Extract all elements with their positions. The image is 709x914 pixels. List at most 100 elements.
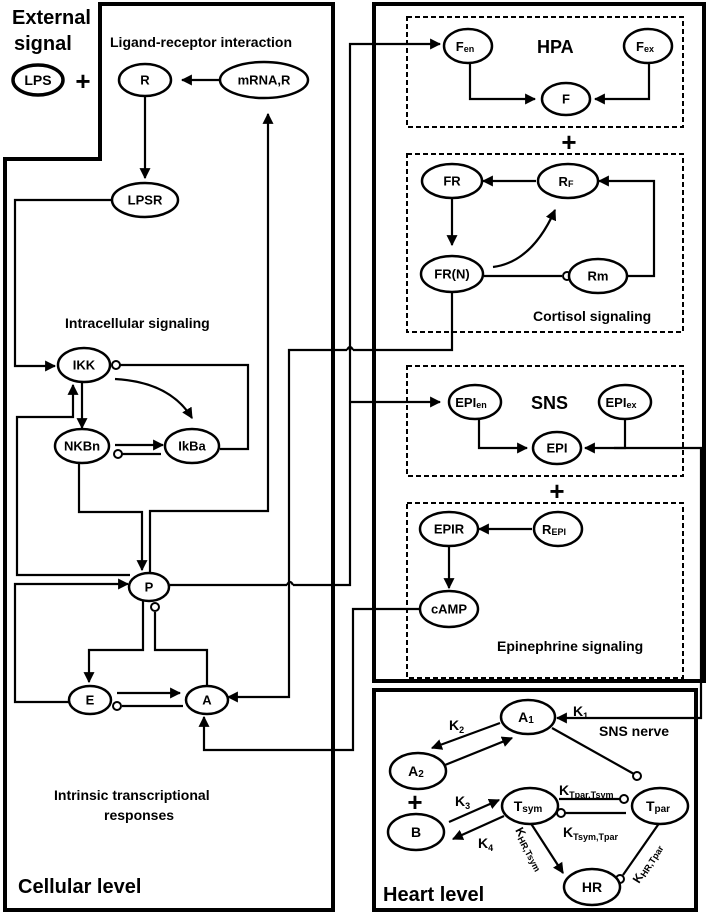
edge-rm-to-rf bbox=[597, 175, 656, 278]
node-epi bbox=[531, 430, 583, 466]
sns-title: SNS bbox=[531, 393, 568, 413]
edge-p-to-mrna bbox=[148, 112, 274, 573]
node-lpsr bbox=[110, 181, 180, 219]
node-e-label: E bbox=[86, 693, 95, 708]
rate-k-tpar-tsym: KTpar,Tsym bbox=[559, 782, 613, 800]
rate-k-hr-tsym: KHR,Tsym bbox=[511, 825, 546, 874]
node-mrna-r bbox=[218, 60, 310, 100]
rate-k2: K2 bbox=[449, 717, 464, 735]
cellular-level-label: Cellular level bbox=[18, 876, 141, 898]
edge-ikba-inhibits-ikk bbox=[119, 363, 250, 451]
node-e bbox=[67, 684, 113, 716]
edge-a2-to-a1 bbox=[444, 736, 514, 767]
node-frn-label: FR(N) bbox=[434, 267, 469, 282]
edge-frn-to-rf bbox=[492, 208, 557, 269]
edge-tsym-to-hr bbox=[529, 821, 564, 874]
edge-camp-to-a bbox=[198, 607, 420, 752]
node-lpsr-label: LPSR bbox=[128, 193, 163, 208]
edge-p-to-fen bbox=[293, 38, 442, 587]
hpa-title: HPA bbox=[537, 37, 574, 57]
node-epi-en bbox=[447, 383, 503, 421]
edge-b-to-tsym bbox=[448, 798, 501, 824]
rate-k1: K1 bbox=[573, 703, 588, 721]
node-a bbox=[184, 684, 230, 716]
plus-a2-b: + bbox=[407, 787, 422, 817]
node-hr-label: HR bbox=[582, 879, 602, 895]
node-b-label: B bbox=[411, 824, 421, 840]
ligand-receptor-label: Ligand-receptor interaction bbox=[110, 34, 292, 50]
plus-sns-epinephrine: + bbox=[549, 476, 564, 506]
epinephrine-signaling-label: Epinephrine signaling bbox=[497, 638, 643, 654]
edge-ikk-to-ikba bbox=[114, 377, 193, 419]
node-epi-en-label: EPIen bbox=[455, 395, 486, 411]
node-rm-label: Rm bbox=[588, 269, 609, 284]
plus-hpa-cortisol: + bbox=[561, 127, 576, 157]
node-a1 bbox=[499, 698, 557, 736]
node-nkbn bbox=[53, 427, 111, 465]
edge-p-to-e bbox=[83, 600, 145, 684]
node-epir-label: EPIR bbox=[434, 522, 465, 537]
edge-frn-to-a bbox=[226, 348, 347, 703]
intrinsic-label-2: responses bbox=[104, 807, 174, 823]
node-f-label: F bbox=[562, 92, 570, 107]
edge-epi-to-a1 bbox=[555, 446, 703, 724]
node-nkbn-label: NKBn bbox=[64, 439, 100, 454]
external-signal-title-2: signal bbox=[14, 33, 72, 55]
edge-crossover-hop-2 bbox=[346, 345, 354, 351]
node-epi-ex bbox=[597, 383, 653, 421]
node-f-ex bbox=[622, 27, 674, 65]
external-signal-title-1: External bbox=[12, 7, 91, 29]
rate-k3: K3 bbox=[455, 793, 470, 811]
inhibit-end-e bbox=[112, 701, 122, 711]
sns-box bbox=[406, 365, 684, 477]
rate-k-hr-tpar: KHR,Tpar bbox=[630, 841, 666, 886]
edge-e-to-p bbox=[13, 578, 130, 704]
heart-level-label: Heart level bbox=[383, 884, 484, 906]
node-ikk bbox=[56, 346, 112, 384]
heart-level-panel bbox=[372, 688, 698, 912]
edge-p-to-ikk bbox=[15, 383, 130, 577]
node-repi bbox=[532, 510, 584, 548]
edge-frn-to-a-part1 bbox=[353, 290, 454, 352]
inhibit-end-tpar bbox=[619, 794, 629, 804]
node-a1-label: A1 bbox=[518, 709, 534, 726]
node-rf bbox=[536, 162, 600, 200]
node-tsym bbox=[500, 786, 560, 826]
node-p-label: P bbox=[145, 580, 154, 595]
node-r bbox=[117, 62, 173, 98]
edge-lpsr-to-ikk bbox=[13, 198, 112, 372]
node-rm bbox=[567, 257, 629, 295]
inhibit-end-ikk bbox=[111, 360, 121, 370]
edge-tsym-to-b bbox=[451, 814, 505, 841]
edge-a1-to-a2 bbox=[430, 721, 501, 750]
edge-fex-to-f bbox=[593, 62, 651, 105]
node-fr bbox=[420, 162, 484, 200]
edge-epiex-to-epi bbox=[583, 418, 627, 454]
node-ikba-label: IkBa bbox=[178, 439, 206, 454]
node-f-ex-label: Fex bbox=[636, 39, 654, 55]
node-epir bbox=[418, 510, 480, 548]
node-b bbox=[386, 812, 446, 852]
node-epi-ex-label: EPIex bbox=[606, 395, 637, 411]
node-a2-label: A2 bbox=[408, 763, 424, 780]
cellular-level-panel bbox=[3, 2, 335, 912]
inhibit-end-p bbox=[150, 602, 160, 612]
node-f-en-label: Fen bbox=[456, 39, 474, 55]
edge-a-inhibits-p bbox=[153, 612, 209, 687]
node-ikk-label: IKK bbox=[73, 358, 96, 373]
node-tpar bbox=[630, 786, 690, 826]
edge-nkbn-to-p bbox=[77, 462, 148, 572]
node-tsym-label: Tsym bbox=[514, 798, 543, 815]
node-r-label: R bbox=[140, 73, 150, 88]
node-a-label: A bbox=[202, 693, 212, 708]
node-frn bbox=[419, 254, 485, 294]
cortisol-signaling-label: Cortisol signaling bbox=[533, 308, 651, 324]
cortisol-box bbox=[406, 153, 684, 333]
node-mrna-r-label: mRNA,R bbox=[238, 73, 291, 88]
node-tpar-label: Tpar bbox=[646, 798, 670, 815]
node-ikba bbox=[163, 427, 221, 465]
lps-label: LPS bbox=[24, 72, 51, 88]
node-repi-label: REPI bbox=[542, 522, 566, 538]
intrinsic-label-1: Intrinsic transcriptional bbox=[54, 787, 210, 803]
